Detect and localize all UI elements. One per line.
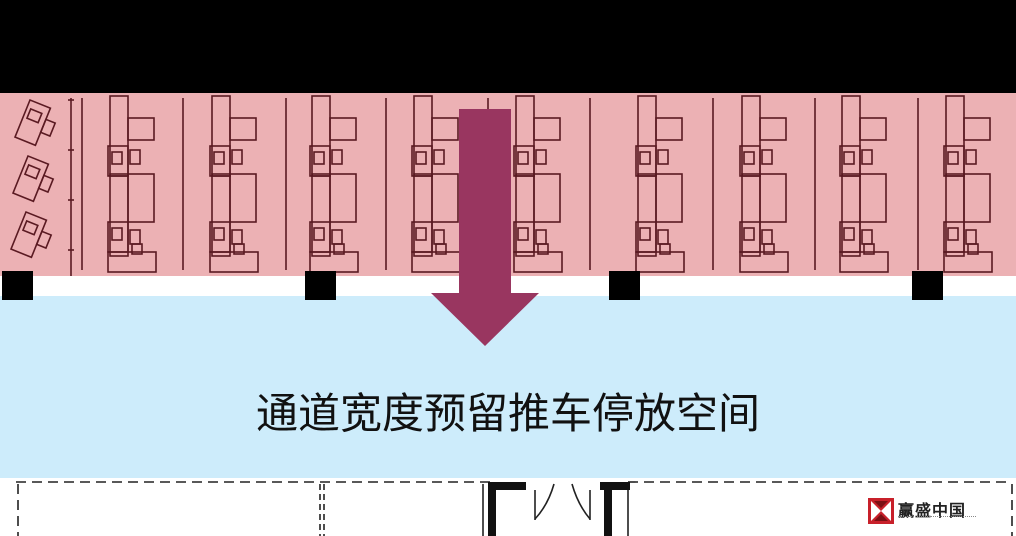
desk-part	[111, 151, 123, 165]
desk-part	[233, 243, 245, 255]
desk-part	[943, 145, 965, 177]
desk-part	[763, 243, 775, 255]
workstation-unit	[739, 95, 789, 273]
workstation-unit	[309, 95, 359, 273]
desk-part	[657, 149, 669, 165]
desk-part	[129, 149, 141, 165]
pillar	[2, 271, 33, 300]
pillar	[305, 271, 336, 300]
desk-part	[517, 227, 529, 241]
logo-text: 赢盛中国	[898, 501, 967, 520]
desk-part	[415, 227, 427, 241]
desk-part	[415, 151, 427, 165]
desk-part	[131, 243, 143, 255]
workstation-unit	[107, 95, 157, 273]
desk-part	[947, 151, 959, 165]
company-logo: 赢盛中国	[868, 497, 978, 527]
desk-part	[967, 243, 979, 255]
top-black-band	[0, 0, 1016, 93]
workstation-rows	[81, 95, 993, 273]
desk-part	[635, 145, 657, 177]
desk-part	[209, 145, 231, 177]
desk-part	[743, 227, 755, 241]
desk-part	[213, 227, 225, 241]
desk-part	[333, 243, 345, 255]
desk-part	[229, 117, 257, 141]
desk-part	[309, 145, 331, 177]
desk-part	[843, 227, 855, 241]
desk-part	[947, 227, 959, 241]
desk-part	[965, 149, 977, 165]
desk-part	[535, 149, 547, 165]
desk-part	[431, 173, 459, 223]
desk-part	[231, 149, 243, 165]
desk-part	[639, 227, 651, 241]
desk-part	[655, 173, 683, 223]
workstation-unit	[839, 95, 889, 273]
desk-part	[759, 117, 787, 141]
desk-part	[513, 145, 535, 177]
pillars	[2, 271, 943, 300]
desk-part	[107, 145, 129, 177]
desk-part	[537, 243, 549, 255]
caption-text: 通道宽度预留推车停放空间	[255, 389, 760, 438]
desk-part	[963, 173, 991, 223]
pillar	[912, 271, 943, 300]
desk-part	[659, 243, 671, 255]
desk-part	[759, 173, 787, 223]
desk-part	[329, 117, 357, 141]
desk-part	[331, 149, 343, 165]
workstation-unit	[411, 95, 461, 273]
desk-part	[963, 117, 991, 141]
desk-part	[761, 149, 773, 165]
workstation-unit	[635, 95, 685, 273]
desk-part	[533, 117, 561, 141]
desk-part	[229, 173, 257, 223]
desk-part	[533, 173, 561, 223]
angled-desks-left	[9, 98, 74, 276]
down-arrow-icon	[431, 109, 539, 346]
desk-part	[433, 149, 445, 165]
desk-part	[431, 117, 459, 141]
desk-part	[861, 149, 873, 165]
desk-part	[213, 151, 225, 165]
desk-part	[411, 145, 433, 177]
workstation-unit	[943, 95, 993, 273]
desk-part	[127, 173, 155, 223]
desk-part	[739, 145, 761, 177]
desk-part	[313, 227, 325, 241]
desk-part	[839, 145, 861, 177]
desk-part	[859, 117, 887, 141]
desk-part	[329, 173, 357, 223]
aisle-zone	[0, 296, 1016, 478]
bottom-wall	[16, 481, 1013, 536]
desk-part	[127, 117, 155, 141]
workstation-unit	[513, 95, 563, 273]
desk-part	[655, 117, 683, 141]
logo-mark-icon	[868, 498, 894, 524]
desk-part	[859, 173, 887, 223]
desk-part	[843, 151, 855, 165]
logo-subtitle-line	[898, 516, 976, 521]
desk-part	[435, 243, 447, 255]
desk-part	[639, 151, 651, 165]
desk-part	[863, 243, 875, 255]
pillar	[609, 271, 640, 300]
desk-part	[313, 151, 325, 165]
desk-part	[517, 151, 529, 165]
desk-part	[743, 151, 755, 165]
desk-part	[111, 227, 123, 241]
workstation-unit	[209, 95, 259, 273]
